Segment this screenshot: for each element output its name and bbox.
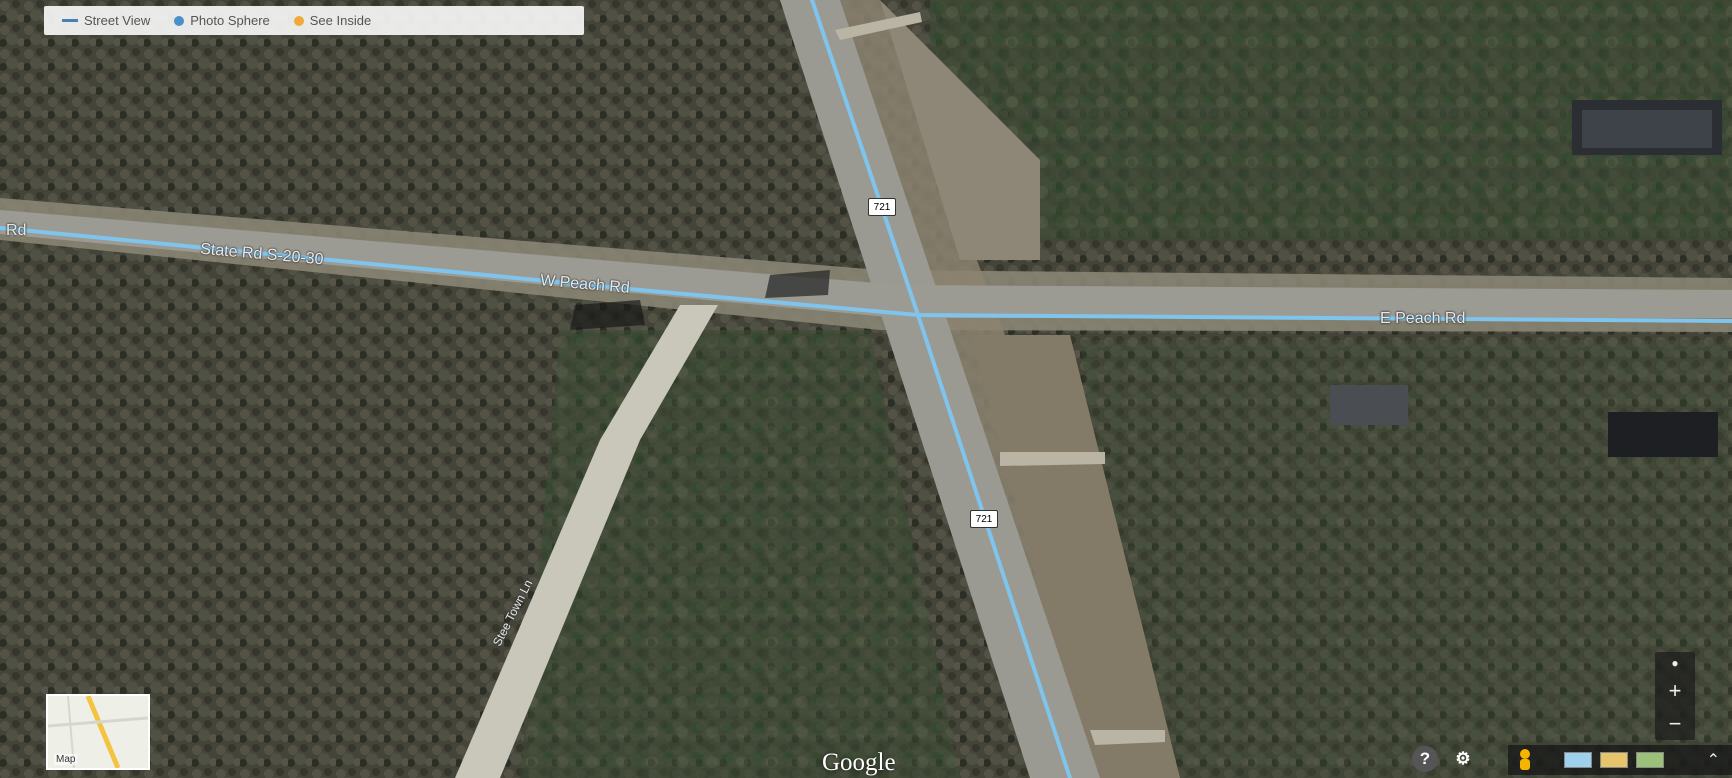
see-inside-dot-icon (293, 15, 304, 26)
zoom-control: ● + − (1655, 652, 1695, 740)
legend-photo-sphere-label: Photo Sphere (190, 13, 270, 28)
legend-photo-sphere[interactable]: Photo Sphere (174, 13, 270, 28)
settings-icon[interactable]: ⚙ (1455, 749, 1471, 768)
zoom-in-button[interactable]: + (1668, 677, 1682, 703)
expand-chevron-icon[interactable]: ⌃ (1706, 752, 1720, 769)
road-label-rd: Rd (6, 222, 27, 239)
google-logo: Google (822, 749, 896, 776)
layer-thumb-yellow[interactable] (1600, 752, 1628, 768)
help-icon[interactable]: ? (1412, 746, 1438, 772)
imagery-bar: ⌃ (1508, 745, 1732, 775)
minimap-label: Map (54, 754, 78, 765)
street-view-line-east-west[interactable] (0, 226, 1732, 323)
route-shield-721-bottom: 721 (970, 510, 998, 528)
road-label-e-peach: E Peach Rd (1380, 310, 1466, 327)
layer-thumb-blue[interactable] (1564, 752, 1592, 768)
street-view-legend: Street View Photo Sphere See Inside (44, 6, 584, 35)
photo-sphere-dot-icon (174, 15, 185, 26)
pegman-icon[interactable] (1516, 748, 1534, 772)
compass-dot-icon[interactable]: ● (1671, 656, 1679, 671)
legend-see-inside-label: See Inside (309, 13, 372, 28)
legend-street-view-label: Street View (84, 13, 151, 28)
legend-see-inside[interactable]: See Inside (293, 13, 372, 28)
minimap-road-icon (48, 696, 148, 768)
zoom-out-button[interactable]: − (1668, 710, 1682, 736)
street-view-line-721[interactable] (810, 0, 1072, 778)
street-view-line-icon (62, 19, 78, 22)
map-view-toggle[interactable]: Map (46, 694, 150, 770)
legend-street-view[interactable]: Street View (62, 13, 150, 28)
route-shield-721-top: 721 (868, 198, 896, 216)
layer-thumb-green[interactable] (1636, 752, 1664, 768)
